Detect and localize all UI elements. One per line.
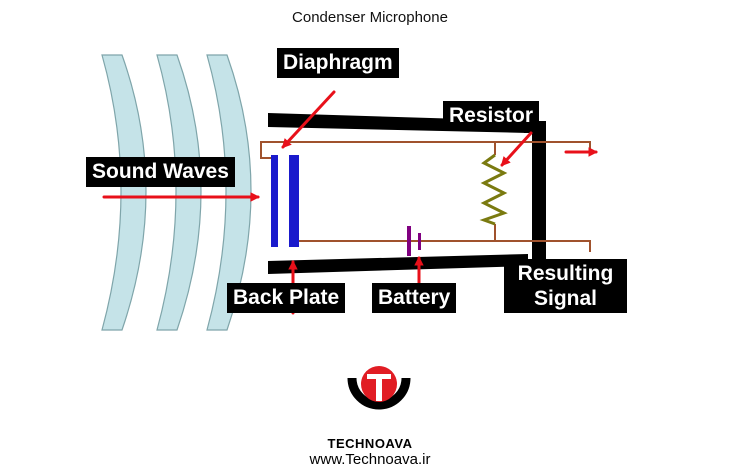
resistor-zigzag (479, 153, 508, 226)
sound-waves-group (101, 54, 252, 331)
technoava-logo (347, 366, 411, 410)
logo-arc-icon (347, 377, 411, 410)
diagram-title: Condenser Microphone (292, 9, 448, 26)
sound-waves-label: Sound Waves (86, 157, 235, 187)
logo-t-stem-icon (376, 374, 382, 401)
resulting-signal-line1: Resulting (517, 262, 614, 285)
back-plate-label: Back Plate (227, 283, 346, 313)
diaphragm-plate (271, 155, 278, 247)
brand-url: www.Technoava.ir (309, 451, 431, 468)
resulting-signal-line2: Signal (533, 287, 597, 310)
battery-short-plate (418, 233, 421, 250)
diaphragm-arrow (281, 90, 336, 149)
diaphragm-label: Diaphragm (277, 48, 399, 78)
brand-name: TECHNOAVA (327, 436, 413, 451)
sound-wave-3 (206, 54, 252, 331)
wire-top (260, 141, 591, 159)
resulting-signal-label: Resulting Signal (504, 259, 627, 313)
back-plate (289, 155, 299, 247)
wire-bottom (298, 240, 591, 252)
resistor-label: Resistor (443, 101, 540, 131)
battery-symbol (407, 226, 421, 256)
battery-long-plate (407, 226, 411, 256)
sound-wave-2 (156, 54, 202, 331)
sound-wave-1 (101, 54, 147, 331)
body-bottom-bar (268, 254, 528, 274)
resistor-arrow (500, 131, 533, 167)
battery-label: Battery (372, 283, 457, 313)
circuit-wires (260, 141, 591, 252)
